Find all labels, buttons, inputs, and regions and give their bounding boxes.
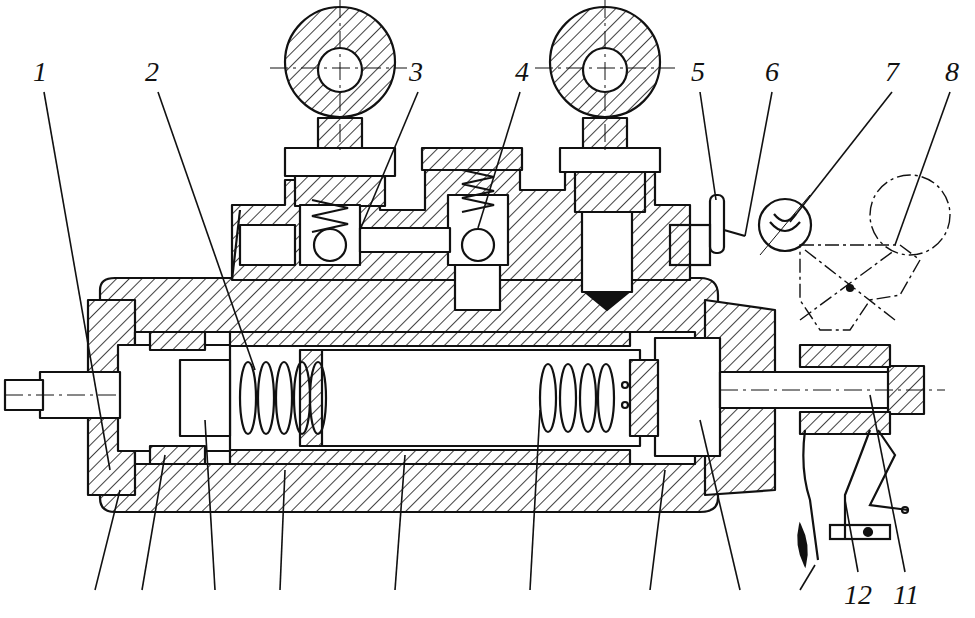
callout-number: 12 xyxy=(842,581,874,609)
callout-number: 2 xyxy=(143,58,161,86)
callout-number: 5 xyxy=(689,58,707,86)
callout-number: 6 xyxy=(763,58,781,86)
callout-number: 8 xyxy=(943,58,961,86)
callout-number: 3 xyxy=(407,58,425,86)
callout-number: 7 xyxy=(883,58,901,86)
callout-number: 11 xyxy=(891,581,921,609)
callout-number: 1 xyxy=(31,58,49,86)
callout-number: 4 xyxy=(513,58,531,86)
